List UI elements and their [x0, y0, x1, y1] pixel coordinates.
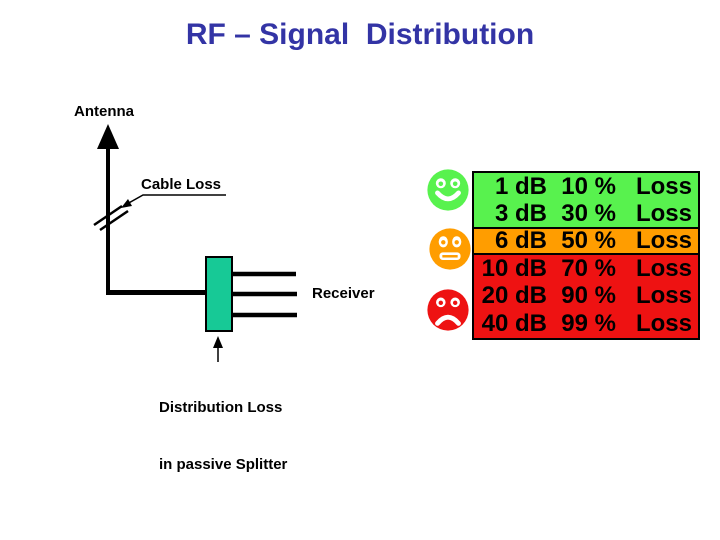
page-title: RF – Signal Distribution [185, 18, 535, 51]
cable-loss-label: Cable Loss [141, 176, 222, 193]
loss-block-good: 1 dB 10 % Loss 3 dB 30 % Loss [472, 171, 700, 229]
antenna-label: Antenna [74, 103, 134, 120]
loss-table-row: 1 dB 10 % Loss [474, 173, 698, 200]
distribution-loss-label-line1: Distribution Loss [159, 399, 283, 416]
percent-cell: 30 % [561, 199, 616, 227]
loss-cell: Loss [635, 309, 692, 337]
percent-cell: 50 % [561, 227, 616, 254]
loss-cell: Loss [635, 282, 692, 310]
cable-loss-arrowhead-icon [121, 199, 132, 208]
loss-table-row: 20 dB 90 % Loss [474, 283, 698, 311]
loss-table-row: 3 dB 30 % Loss [474, 200, 698, 227]
distribution-loss-label-line2: in passive Splitter [159, 456, 288, 473]
loss-table: 1 dB 10 % Loss 3 dB 30 % Loss 6 dB 50 % Loss 10… [472, 171, 700, 340]
loss-cell: Loss [635, 199, 692, 227]
splitter-box [205, 256, 233, 332]
db-cell: 1 dB [494, 172, 547, 200]
db-cell: 6 dB [494, 227, 547, 254]
happy-smiley-icon [427, 169, 469, 211]
cable-break-slash-1 [93, 204, 123, 227]
db-cell: 20 dB [481, 282, 547, 310]
db-cell: 40 dB [481, 309, 547, 337]
percent-cell: 70 % [561, 254, 616, 282]
db-cell: 3 dB [494, 199, 547, 227]
splitter-pointer-arrowhead-icon [213, 336, 223, 348]
loss-table-row: 40 dB 99 % Loss [474, 310, 698, 338]
neutral-smiley-icon [429, 228, 471, 270]
sad-smiley-icon [427, 289, 469, 331]
percent-cell: 99 % [561, 309, 616, 337]
loss-table-row: 6 dB 50 % Loss [474, 229, 698, 253]
loss-block-medium: 6 dB 50 % Loss [472, 227, 700, 255]
loss-block-bad: 10 dB 70 % Loss 20 dB 90 % Loss 40 dB 99 % Loss [472, 253, 700, 340]
loss-cell: Loss [635, 172, 692, 200]
loss-table-row: 10 dB 70 % Loss [474, 255, 698, 283]
cable-break-slash-2 [99, 209, 129, 232]
antenna-arrowhead-icon [97, 124, 119, 149]
receiver-label: Receiver [312, 285, 375, 302]
percent-cell: 90 % [561, 282, 616, 310]
percent-cell: 10 % [561, 172, 616, 200]
cable-loss-leader-line [126, 194, 226, 205]
loss-cell: Loss [635, 227, 692, 254]
distribution-loss-label: Distribution Loss in passive Splitter [159, 360, 287, 512]
loss-cell: Loss [635, 254, 692, 282]
db-cell: 10 dB [481, 254, 547, 282]
